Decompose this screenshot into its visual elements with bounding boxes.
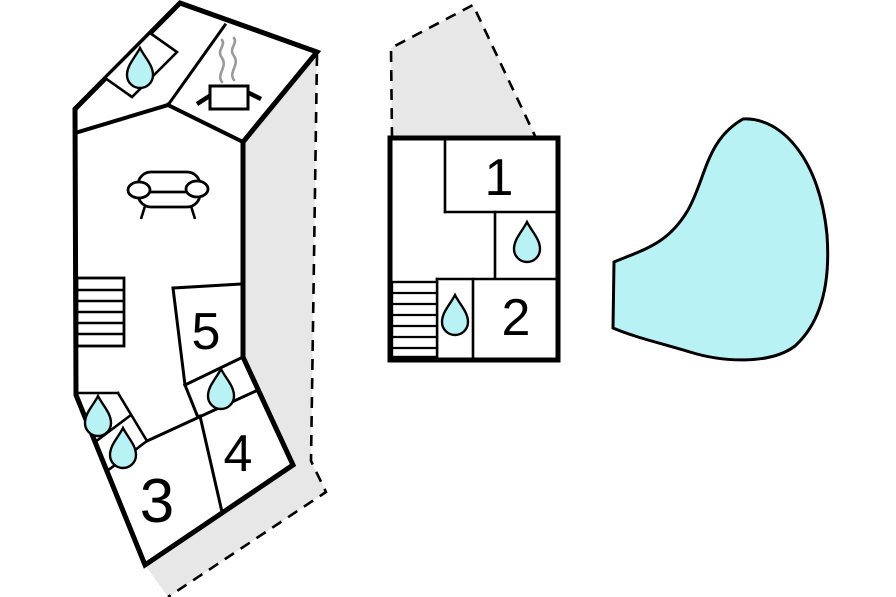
sofa-armrest xyxy=(126,180,152,200)
wall-room5-left xyxy=(171,286,187,387)
terrace-dashed-boundary xyxy=(167,54,328,597)
wall-bath-diag xyxy=(116,391,149,443)
sofa-leg xyxy=(189,205,197,220)
main-house-terrace xyxy=(145,52,328,597)
main-house-outline xyxy=(72,0,322,569)
room-5-label: 5 xyxy=(192,303,221,361)
wall-room5-top xyxy=(171,282,244,290)
room-1-label: 1 xyxy=(485,149,514,207)
wall-bath1-bath2 xyxy=(93,413,133,444)
stairs-outline xyxy=(390,280,439,359)
wall-kitchen-living xyxy=(165,102,246,145)
stairs-icon xyxy=(390,280,439,359)
sofa-leg xyxy=(139,205,147,220)
wall-room3-room4 xyxy=(198,414,224,514)
main-house: 3 4 5 xyxy=(72,0,322,569)
annex-terrace xyxy=(389,3,538,139)
steam-line xyxy=(218,38,225,84)
room-2-label: 2 xyxy=(502,289,531,347)
steam-line xyxy=(230,36,237,82)
sofa-armrest xyxy=(184,179,210,199)
pool xyxy=(611,117,830,362)
annex: 1 2 xyxy=(387,135,561,363)
stove-icon xyxy=(195,36,263,111)
wall-room5-wc xyxy=(182,354,246,388)
wall-wc-left xyxy=(183,383,199,417)
terrace-dashed-boundary xyxy=(389,3,538,139)
wall-hall-kitchen xyxy=(165,22,228,108)
wall-rooms34-top xyxy=(145,388,260,443)
room-3-label: 3 xyxy=(140,467,174,536)
terrace-area xyxy=(391,5,536,138)
pot xyxy=(208,84,250,111)
sofa-icon xyxy=(126,170,210,220)
room-4-label: 4 xyxy=(224,425,253,483)
terrace-area xyxy=(145,52,326,597)
stairs-icon xyxy=(75,276,126,348)
wall-hall-living xyxy=(72,102,171,136)
